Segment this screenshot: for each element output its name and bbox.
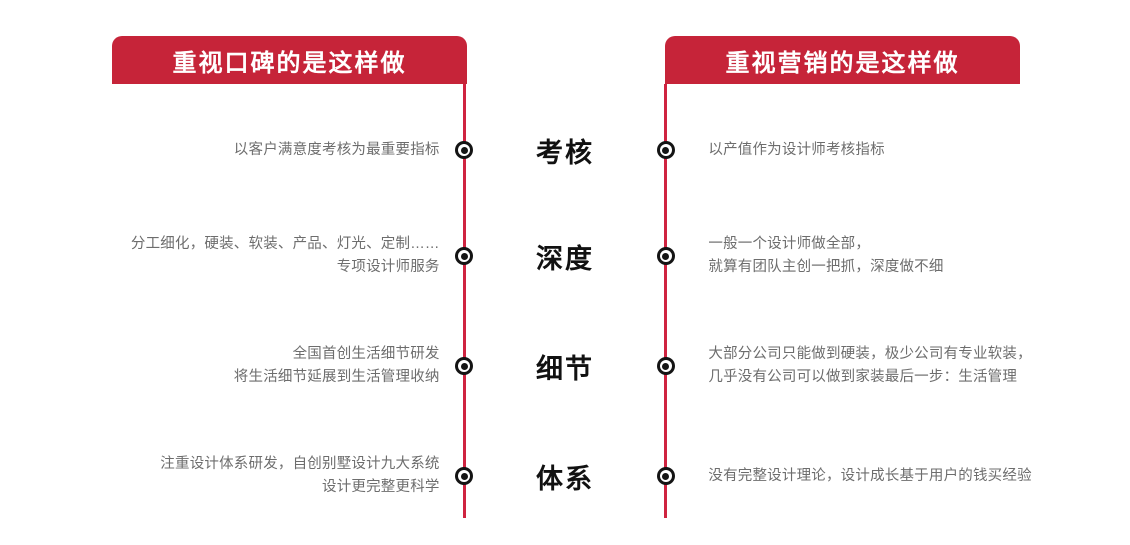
comparison-row: 注重设计体系研发，自创别墅设计九大系统 设计更完整更科学 体系 没有完整设计理论… — [0, 448, 1130, 504]
bullseye-dot-icon — [656, 141, 675, 159]
marker-cell-right — [641, 467, 690, 485]
row-right-text: 没有完整设计理论，设计成长基于用户的钱买经验 — [690, 465, 1130, 488]
row-center-label: 深度 — [535, 243, 594, 274]
comparison-row: 以客户满意度考核为最重要指标 考核 以产值作为设计师考核指标 — [0, 128, 1130, 172]
row-left-line: 注重设计体系研发，自创别墅设计九大系统 — [160, 456, 440, 472]
comparison-row: 分工细化，硬装、软装、产品、灯光、定制…… 专项设计师服务 深度 一般一个设计师… — [0, 228, 1130, 284]
row-left-line: 以客户满意度考核为最重要指标 — [233, 141, 440, 158]
row-right-text: 以产值作为设计师考核指标 — [690, 139, 1130, 162]
bullseye-dot-icon — [656, 247, 675, 265]
row-right-line: 就算有团队主创一把抓，深度做不细 — [708, 259, 944, 275]
row-right-line: 大部分公司只能做到硬装，极少公司有专业软装， — [708, 346, 1032, 362]
row-left-line: 分工细化，硬装、软装、产品、灯光、定制…… — [130, 236, 440, 252]
header-banner-left: 重视口碑的是这样做 — [112, 36, 467, 84]
row-left-text: 以客户满意度考核为最重要指标 — [0, 139, 440, 162]
bullseye-dot-icon — [656, 467, 675, 485]
row-center-label: 体系 — [535, 463, 594, 494]
marker-cell-right — [641, 357, 690, 375]
row-left-line: 设计更完整更科学 — [322, 479, 440, 495]
bullseye-dot-icon — [455, 357, 474, 375]
header-banner-right: 重视营销的是这样做 — [665, 36, 1020, 84]
row-center-label: 细节 — [535, 353, 594, 384]
row-right-text: 一般一个设计师做全部， 就算有团队主创一把抓，深度做不细 — [690, 233, 1130, 279]
row-left-line: 将生活细节延展到生活管理收纳 — [233, 369, 440, 385]
bullseye-dot-icon — [455, 141, 474, 159]
row-right-line: 没有完整设计理论，设计成长基于用户的钱买经验 — [708, 467, 1032, 484]
marker-cell-left — [440, 247, 489, 265]
row-right-line: 几乎没有公司可以做到家装最后一步：生活管理 — [708, 369, 1018, 385]
bullseye-dot-icon — [455, 247, 474, 265]
row-right-text: 大部分公司只能做到硬装，极少公司有专业软装， 几乎没有公司可以做到家装最后一步：… — [690, 343, 1130, 389]
marker-cell-left — [440, 141, 489, 159]
row-left-line: 专项设计师服务 — [336, 259, 440, 275]
marker-cell-left — [440, 357, 489, 375]
timeline-rail-right — [664, 84, 667, 518]
marker-cell-right — [641, 141, 690, 159]
marker-cell-right — [641, 247, 690, 265]
comparison-row: 全国首创生活细节研发 将生活细节延展到生活管理收纳 细节 大部分公司只能做到硬装… — [0, 338, 1130, 394]
row-center-label: 考核 — [535, 137, 594, 168]
row-left-text: 注重设计体系研发，自创别墅设计九大系统 设计更完整更科学 — [0, 453, 440, 499]
timeline-rail-left — [463, 84, 466, 518]
bullseye-dot-icon — [455, 467, 474, 485]
row-right-line: 以产值作为设计师考核指标 — [708, 141, 885, 158]
row-left-line: 全国首创生活细节研发 — [292, 346, 440, 362]
bullseye-dot-icon — [656, 357, 675, 375]
marker-cell-left — [440, 467, 489, 485]
row-left-text: 全国首创生活细节研发 将生活细节延展到生活管理收纳 — [0, 343, 440, 389]
row-right-line: 一般一个设计师做全部， — [708, 236, 871, 252]
row-left-text: 分工细化，硬装、软装、产品、灯光、定制…… 专项设计师服务 — [0, 233, 440, 279]
